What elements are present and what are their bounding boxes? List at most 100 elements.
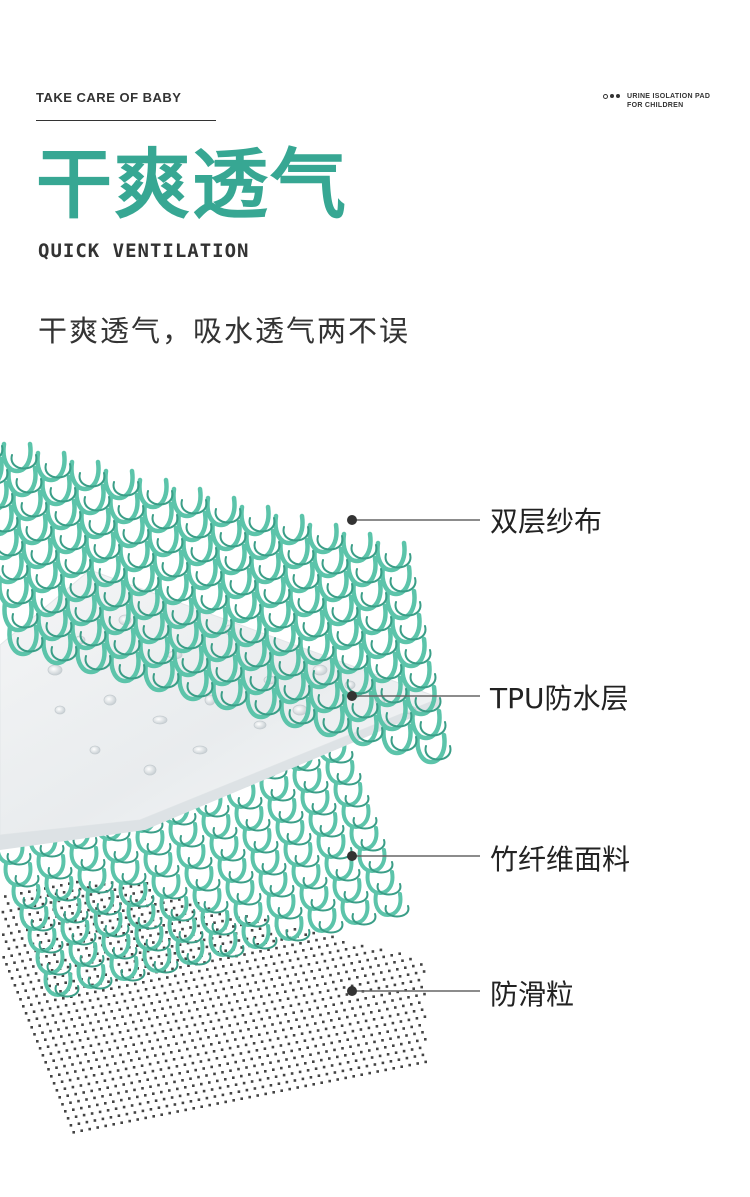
anti-slip-dot: [138, 906, 141, 909]
anti-slip-dot: [242, 1081, 246, 1085]
anti-slip-dot: [253, 1087, 257, 1090]
anti-slip-dot: [257, 988, 260, 991]
anti-slip-dot: [280, 960, 284, 964]
anti-slip-dot: [311, 1015, 314, 1018]
anti-slip-dot: [261, 934, 265, 937]
anti-slip-dot: [197, 947, 201, 950]
anti-slip-dot: [55, 1066, 58, 1069]
tagline: TAKE CARE OF BABY: [36, 90, 182, 105]
anti-slip-dot: [10, 954, 13, 957]
anti-slip-dot: [238, 984, 241, 987]
anti-slip-dot: [2, 933, 5, 936]
mesh-loop-row: [6, 589, 442, 713]
anti-slip-dot: [201, 1022, 205, 1025]
anti-slip-dot: [317, 1051, 320, 1055]
anti-slip-dot: [60, 884, 63, 887]
anti-slip-dot: [140, 913, 144, 916]
anti-slip-dot: [210, 1043, 213, 1046]
anti-slip-dot: [48, 984, 51, 988]
anti-slip-dot: [338, 1040, 341, 1043]
anti-slip-dot: [211, 959, 214, 963]
anti-slip-dot: [34, 972, 38, 975]
anti-slip-dot: [171, 967, 174, 971]
anti-slip-dot: [118, 1008, 121, 1011]
anti-slip-dot: [362, 1057, 366, 1061]
anti-slip-dot: [213, 1095, 217, 1098]
anti-slip-dot: [260, 1017, 263, 1021]
anti-slip-dot: [243, 953, 246, 956]
anti-slip-dot: [423, 1015, 427, 1018]
anti-slip-dot: [190, 971, 193, 974]
anti-slip-dot: [111, 926, 115, 930]
anti-slip-dot: [312, 931, 315, 935]
anti-slip-dot: [54, 1043, 58, 1047]
anti-slip-dot: [130, 953, 134, 956]
anti-slip-dot: [158, 977, 161, 981]
anti-slip-dot: [47, 916, 50, 920]
anti-slip-dot: [110, 1010, 113, 1013]
anti-slip-dot: [251, 951, 254, 955]
anti-slip-dot: [386, 1007, 389, 1011]
anti-slip-dot: [347, 955, 351, 958]
anti-slip-dot: [74, 964, 78, 967]
anti-slip-dot: [121, 1015, 124, 1018]
anti-slip-dot: [2, 956, 5, 959]
anti-slip-dot: [174, 974, 177, 978]
anti-slip-dot: [178, 1049, 181, 1052]
anti-slip-dot: [69, 1124, 73, 1127]
anti-slip-dot: [221, 942, 225, 945]
anti-slip-dot: [120, 1121, 123, 1124]
anti-slip-dot: [177, 1004, 180, 1007]
anti-slip-dot: [49, 1029, 52, 1033]
anti-slip-dot: [402, 1027, 405, 1030]
anti-slip-dot: [99, 1004, 103, 1008]
anti-slip-dot: [206, 968, 209, 971]
layer-illustration: [0, 441, 480, 1134]
anti-slip-dot: [176, 936, 179, 939]
anti-slip-dot: [292, 1034, 296, 1037]
anti-slip-dot: [114, 1107, 118, 1110]
anti-slip-dot: [164, 1037, 167, 1040]
anti-slip-dot: [146, 1078, 149, 1081]
anti-slip-dot: [5, 963, 8, 966]
water-droplet: [152, 715, 168, 725]
anti-slip-dot: [44, 1038, 47, 1041]
anti-slip-dot: [242, 1059, 245, 1062]
anti-slip-dot: [379, 948, 383, 952]
anti-slip-dot: [330, 1019, 333, 1022]
anti-slip-dot: [84, 1030, 87, 1033]
anti-slip-dot: [227, 956, 230, 959]
anti-slip-dot: [151, 1069, 155, 1073]
anti-slip-dot: [232, 925, 235, 928]
anti-slip-dot: [241, 1014, 245, 1017]
anti-slip-dot: [187, 964, 190, 967]
anti-slip-dot: [355, 953, 359, 956]
anti-slip-dot: [313, 977, 316, 980]
anti-slip-dot: [62, 997, 65, 1000]
anti-slip-dot: [222, 1010, 226, 1013]
anti-slip-dot: [281, 1006, 285, 1009]
anti-slip-dot: [108, 1070, 112, 1074]
anti-slip-dot: [330, 1041, 333, 1045]
anti-slip-dot: [41, 902, 45, 906]
anti-slip-dot: [94, 884, 98, 888]
anti-slip-dot: [124, 1045, 127, 1048]
anti-slip-dot: [163, 991, 167, 995]
anti-slip-dot: [157, 932, 160, 936]
anti-slip-dot: [165, 931, 168, 934]
anti-slip-dot: [309, 1053, 312, 1056]
anti-slip-dot: [146, 1101, 150, 1104]
anti-slip-dot: [215, 1034, 218, 1037]
anti-slip-dot: [66, 965, 70, 969]
anti-slip-dot: [291, 966, 295, 969]
anti-slip-dot: [289, 981, 292, 985]
anti-slip-dot: [245, 1066, 248, 1069]
anti-slip-dot: [176, 1110, 179, 1113]
anti-slip-dot: [352, 946, 356, 949]
anti-slip-dot: [380, 971, 383, 974]
anti-slip-dot: [264, 964, 268, 967]
anti-slip-dot: [315, 961, 319, 964]
anti-slip-dot: [60, 1035, 63, 1038]
anti-slip-dot: [254, 1003, 258, 1007]
anti-slip-dot: [82, 1068, 85, 1072]
